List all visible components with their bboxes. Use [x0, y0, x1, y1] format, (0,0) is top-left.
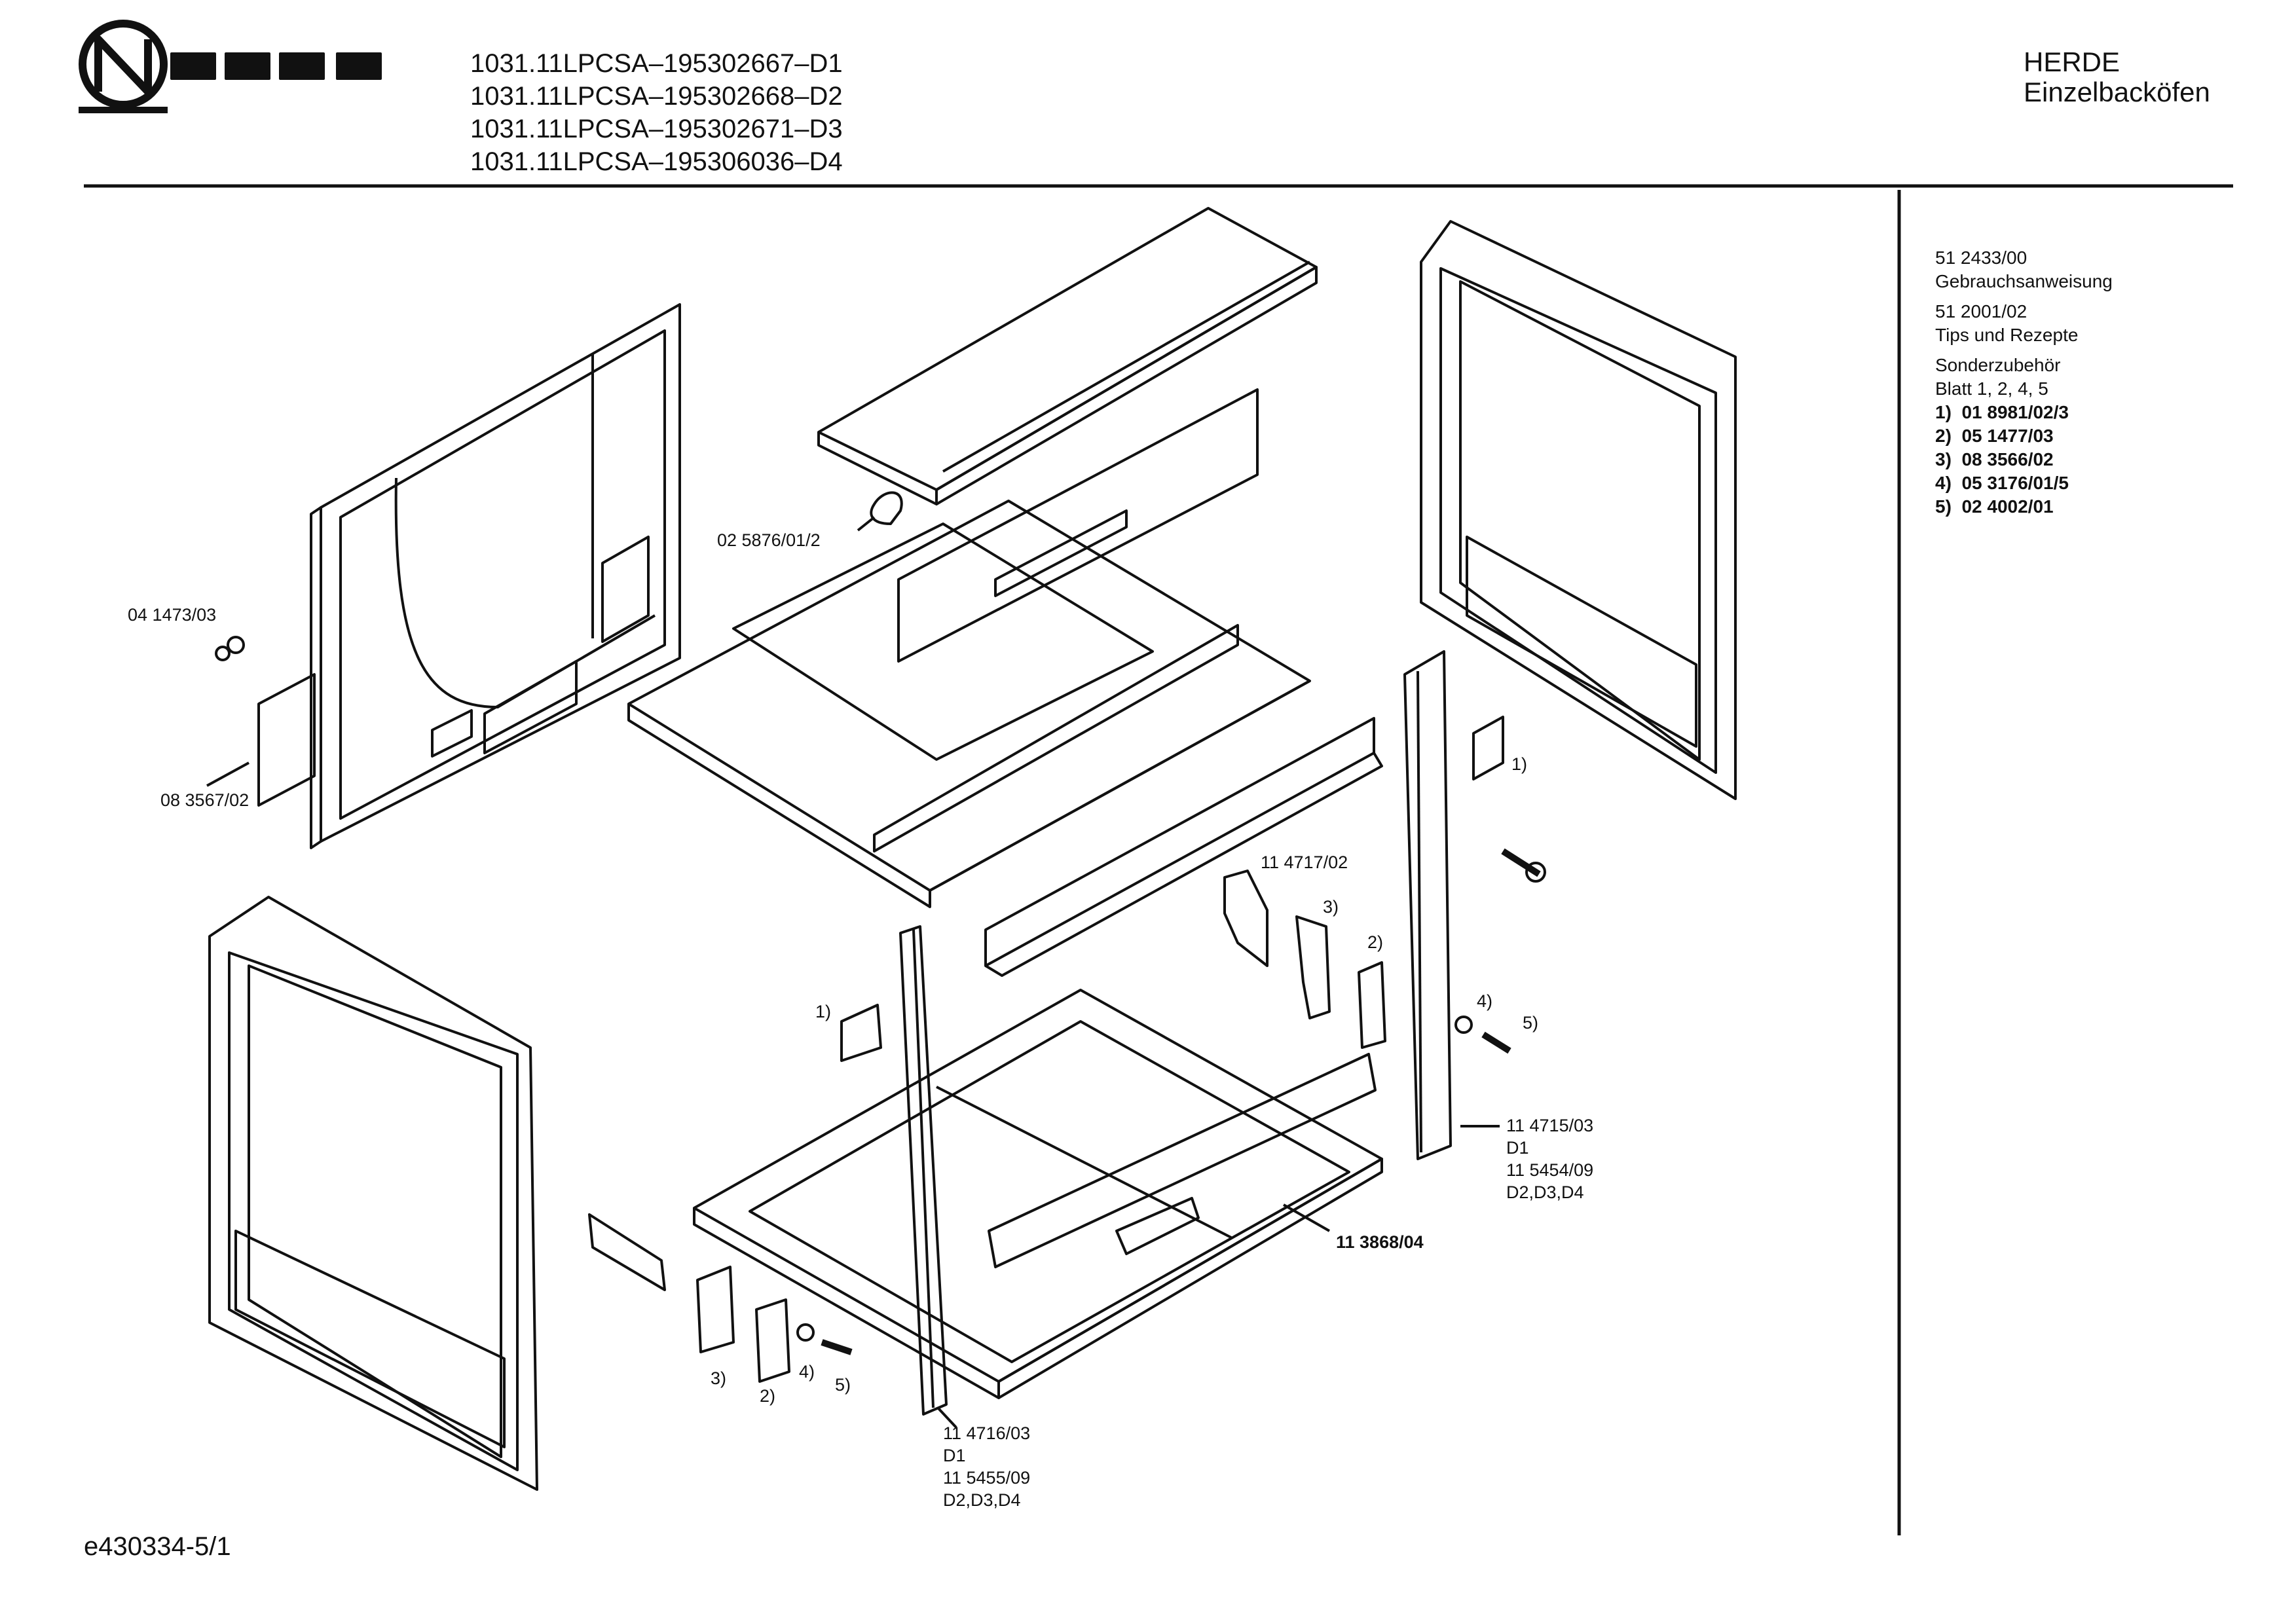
model-line-4: 1031.11LPCSA–195306036–D4: [470, 147, 843, 176]
callout-114716-variant: D1: [943, 1446, 966, 1465]
marker-3-left: 3): [711, 1368, 727, 1388]
callout-041473: 04 1473/03: [128, 605, 217, 625]
model-line-2: 1031.11LPCSA–195302668–D2: [470, 82, 843, 111]
accessory-part: 01 8981/02/3: [1961, 402, 2069, 422]
accessory-part: 05 1477/03: [1961, 426, 2054, 446]
side-rail-left: [899, 925, 948, 1416]
marker-1-right: 1): [1511, 754, 1528, 774]
doc-sidebar: 51 2433/00 Gebrauchsanweisung 51 2001/02…: [1935, 246, 2113, 519]
accessory-idx: 3): [1935, 449, 1952, 469]
accessory-sheets: Blatt 1, 2, 4, 5: [1935, 378, 2048, 399]
top-shelf: [817, 207, 1318, 505]
perforated-rail-lower: [988, 1053, 1377, 1268]
oven-base-plate: [627, 500, 1311, 908]
accessory-idx: 1): [1935, 402, 1952, 422]
door-right: [1420, 220, 1737, 800]
accessory-part: 02 4002/01: [1961, 496, 2054, 517]
callout-114715-variant: D1: [1506, 1138, 1529, 1158]
callout-083567: 08 3567/02: [160, 790, 250, 810]
callout-114715-part: 11 4715/03: [1506, 1116, 1594, 1135]
accessory-title: Sonderzubehör: [1935, 355, 2061, 375]
callout-114717: 11 4717/02: [1261, 852, 1348, 872]
model-line-1: 1031.11LPCSA–195302667–D1: [470, 49, 843, 78]
marker-3-right: 3): [1323, 897, 1339, 917]
model-line-3: 1031.11LPCSA–195302671–D3: [470, 115, 843, 143]
catch-left: [755, 1298, 790, 1383]
accessory-row: 5) 02 4002/01: [1935, 495, 2113, 519]
screw-right: [1501, 848, 1541, 877]
callout-115454-variant: D2,D3,D4: [1506, 1182, 1584, 1202]
marker-5-right: 5): [1523, 1013, 1539, 1033]
bracket-right: [1472, 716, 1504, 780]
accessory-idx: 2): [1935, 426, 1952, 446]
category-line-2: Einzelbacköfen: [2024, 77, 2210, 107]
category: HERDE Einzelbacköfen: [2024, 47, 2210, 107]
neff-logo: [79, 20, 382, 113]
marker-4-left: 4): [799, 1362, 815, 1382]
accessory-idx: 5): [1935, 496, 1952, 517]
accessory-row: 3) 08 3566/02: [1935, 448, 2113, 471]
callout-114716: 11 4716/03 D1 11 5455/09 D2,D3,D4: [943, 1422, 1030, 1511]
catch-right: [1358, 961, 1386, 1049]
accessory-idx: 4): [1935, 473, 1952, 493]
side-rail-right: [1403, 650, 1452, 1160]
marker-1-left: 1): [815, 1002, 832, 1021]
marker-2-right: 2): [1367, 932, 1384, 952]
hinge-plate-left: [588, 1213, 666, 1291]
callout-025876: 02 5876/01/2: [717, 530, 821, 550]
accessory-part: 08 3566/02: [1961, 449, 2054, 469]
category-line-1: HERDE: [2024, 46, 2120, 77]
hinge-left: [696, 1266, 735, 1353]
doc-number-1: 51 2433/00: [1935, 247, 2028, 268]
hinge-right: [1295, 915, 1331, 1019]
hinge-plate-right: [1223, 870, 1268, 967]
accessory-row: 4) 05 3176/01/5: [1935, 471, 2113, 495]
callout-114715: 11 4715/03 D1 11 5454/09 D2,D3,D4: [1506, 1114, 1593, 1203]
bottom-tray: [693, 989, 1383, 1399]
doc-label-1: Gebrauchsanweisung: [1935, 271, 2113, 291]
doc-label-2: Tips und Rezepte: [1935, 325, 2079, 345]
door-left: [208, 896, 538, 1491]
callout-115455-variant: D2,D3,D4: [943, 1490, 1021, 1510]
marker-4-right: 4): [1477, 991, 1493, 1011]
perforated-rail-upper: [984, 717, 1383, 977]
callout-115454-part: 11 5454/09: [1506, 1160, 1594, 1180]
bracket-left: [840, 1004, 882, 1062]
callout-115455-part: 11 5455/09: [943, 1468, 1031, 1488]
drawing-id: e430334-5/1: [84, 1532, 231, 1561]
accessory-row: 1) 01 8981/02/3: [1935, 401, 2113, 424]
marker-2-left: 2): [760, 1386, 776, 1406]
side-panel-left: [215, 303, 681, 849]
doc-number-2: 51 2001/02: [1935, 301, 2028, 321]
accessory-part: 05 3176/01/5: [1961, 473, 2069, 493]
fan-cover-plate: [897, 388, 1259, 663]
callout-113868: 11 3868/04: [1336, 1232, 1424, 1252]
clip: [870, 491, 903, 525]
model-list: 1031.11LPCSA–195302667–D1 1031.11LPCSA–1…: [470, 47, 843, 178]
callout-114716-part: 11 4716/03: [943, 1423, 1031, 1443]
marker-5-left: 5): [835, 1375, 851, 1395]
accessory-row: 2) 05 1477/03: [1935, 424, 2113, 448]
